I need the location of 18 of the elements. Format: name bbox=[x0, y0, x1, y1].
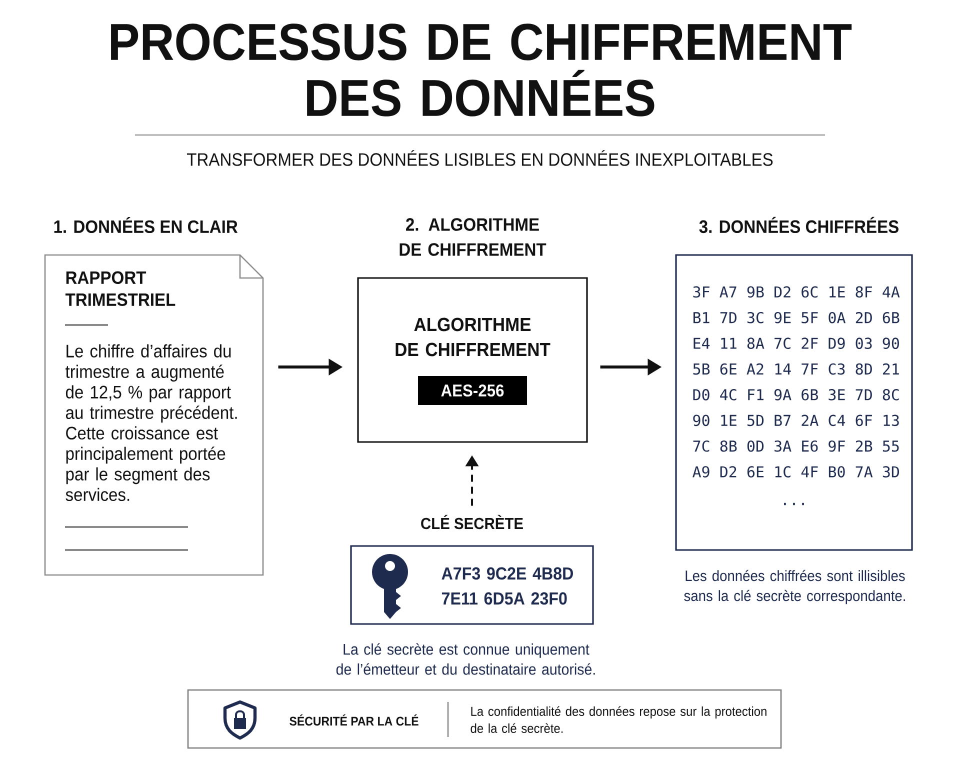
band-title: SÉCURITÉ PAR LA CLÉ bbox=[290, 714, 418, 726]
section-heading: 2. ALGORITHME DE CHIFFREMENT bbox=[400, 218, 546, 256]
hex-text: 3F A7 9B D2 6C 1E 8F 4A B1 7D 3C 9E 5F 0A 2D 6B E4 11 8A 7C 2F D9 03 90 5B 6E A2 14 7F C3 8D 21 D0 4C F1 9A 6B 3E 7D 8C 90 1E 5D B7 2A C4 6F 13 7C 8B 0D 3A E6 9F 2B 55 A9 D2 6E 1C 4F B0 7A 3D bbox=[692, 286, 900, 478]
section-heading: 1. DONNÉES EN CLAIR bbox=[54, 216, 238, 234]
ellipsis: ... bbox=[784, 502, 804, 506]
label-badge: AES-256 bbox=[418, 376, 527, 405]
note-text: La clé secrète est connue uniquement de l’émetteur et du destinataire autorisé. bbox=[336, 643, 595, 675]
section-heading: CLÉ SECRÈTE bbox=[421, 514, 523, 530]
subtitle: TRANSFORMER DES DONNÉES LISIBLES EN DONNÉES INEXPLOITABLES bbox=[186, 150, 773, 166]
info-band bbox=[187, 689, 782, 749]
document-title: RAPPORT TRIMESTRIEL bbox=[65, 271, 176, 306]
title: PROCESSUS DE CHIFFREMENT DES DONNÉES bbox=[111, 24, 852, 116]
box-title: ALGORITHME DE CHIFFREMENT bbox=[396, 318, 550, 356]
section-heading: 3. DONNÉES CHIFFRÉES bbox=[699, 216, 898, 234]
body-text: Le chiffre d’affaires du trimestre a augmenté de 12,5 % par rapport au trimestre précédent. Cette croissance est principalement portée par le segment des services. bbox=[66, 344, 237, 502]
key-code: A7F3 9C2E 4B8D 7E11 6D5A 23F0 bbox=[442, 567, 573, 605]
band-text: La confidentialité des données repose sur la protection de la clé secrète. bbox=[470, 706, 766, 733]
note-text: Les données chiffrées sont illisibles sans la clé secrète correspondante. bbox=[684, 570, 905, 604]
